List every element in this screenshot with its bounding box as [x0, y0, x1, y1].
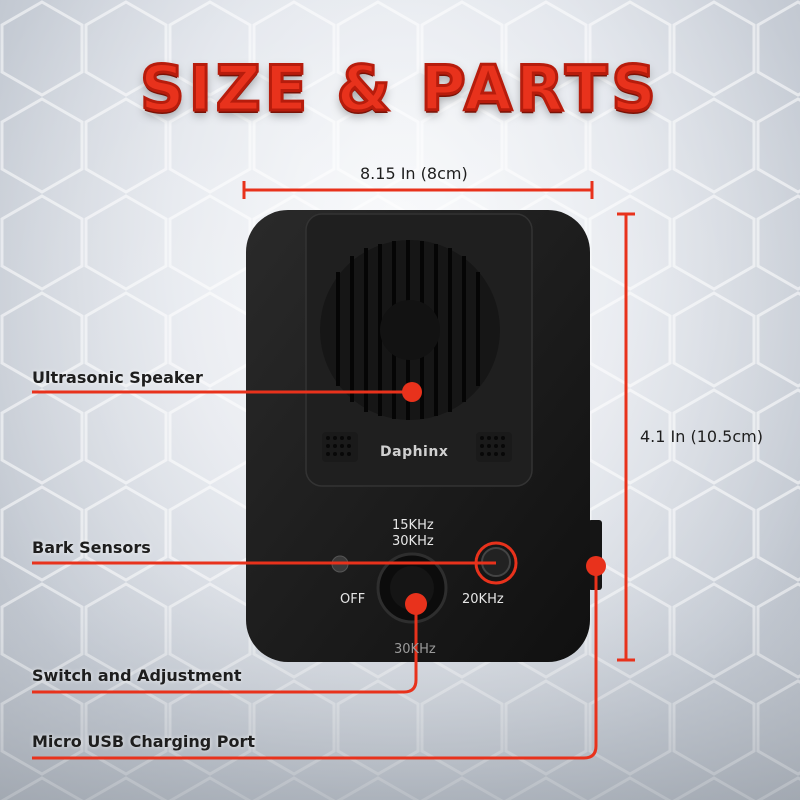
knob-label-top: 15KHz	[392, 518, 434, 533]
device-body	[246, 210, 602, 662]
left-dot-grille	[322, 432, 358, 462]
switch-leader-line	[32, 604, 418, 694]
callout-usb-port: Micro USB Charging Port	[32, 732, 256, 751]
height-dimension-label: 4.1 In (10.5cm)	[640, 427, 763, 446]
brand-logo-text: Daphinx	[380, 444, 449, 460]
callout-bark-sensors: Bark Sensors	[32, 538, 151, 557]
right-dot-grille	[476, 432, 512, 462]
adjustment-knob[interactable]	[376, 552, 448, 624]
speaker-grille	[320, 240, 500, 420]
knob-label-right: 20KHz	[462, 592, 504, 607]
page-title: SIZE & PARTS	[139, 51, 660, 127]
usb-leader-line	[32, 566, 598, 760]
callout-dots	[402, 382, 606, 615]
height-dimension-line	[617, 212, 635, 662]
width-dimension-line	[242, 181, 594, 199]
knob-label-off: OFF	[340, 592, 366, 607]
callout-lines	[32, 390, 598, 760]
callout-ultrasonic-speaker: Ultrasonic Speaker	[32, 368, 203, 387]
knob-label-top-sub: 30KHz	[392, 534, 434, 549]
width-dimension-label: 8.15 In (8cm)	[360, 164, 468, 183]
callout-switch-adjustment: Switch and Adjustment	[32, 666, 242, 685]
knob-label-bottom: 30KHz	[394, 642, 436, 657]
